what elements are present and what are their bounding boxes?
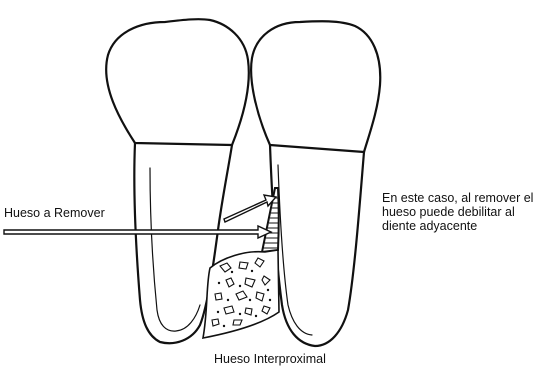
interproximal-bone <box>203 250 279 338</box>
right-tooth-root <box>270 145 364 346</box>
interproximal-bone-label: Hueso Interproximal <box>214 352 326 366</box>
left-root-canal <box>150 168 200 331</box>
bone-to-remove-label: Hueso a Remover <box>4 206 105 220</box>
left-tooth-crown <box>106 19 249 145</box>
note-label: En este caso, al remover el hueso puede … <box>382 191 557 233</box>
arrow-horizontal <box>4 226 271 238</box>
right-tooth-crown <box>251 21 380 152</box>
